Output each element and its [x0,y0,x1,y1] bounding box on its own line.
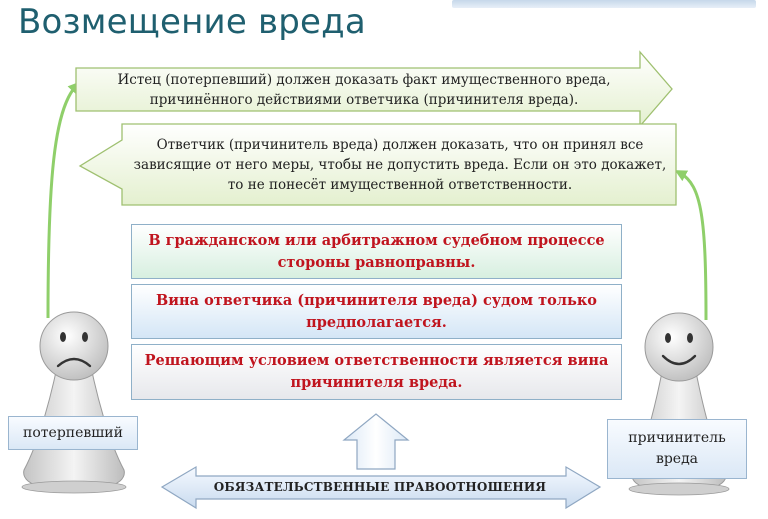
decisive-condition-box: Решающим условием ответственности являет… [131,344,622,400]
equal-parties-box: В гражданском или арбитражном судебном п… [131,224,622,279]
relations-double-arrow-shape [160,465,602,510]
causer-label-line-1: причинитель [628,430,726,446]
page-title: Возмещение вреда [18,2,366,42]
defendant-arrow-shape [78,123,677,206]
right-connector-curve [674,170,708,321]
plaintiff-arrow-line-2: причинённого действиями ответчика (причи… [149,92,579,108]
plaintiff-arrow-line-1: Истец (потерпевший) должен доказать факт… [117,72,611,88]
left-connector-curve [46,81,81,319]
plaintiff-arrow-shape [75,50,673,128]
decisive-condition-line-1: Решающим условием ответственности являет… [144,352,609,369]
equal-parties-line-1: В гражданском или арбитражном судебном п… [148,231,605,249]
equal-parties-line-2: стороны равноправны. [277,253,476,271]
victim-label: потерпевший [8,416,138,450]
up-arrow-shape [342,413,410,470]
causer-label: причинитель вреда [607,419,747,479]
presumed-guilt-box: Вина ответчика (причинителя вреда) судом… [131,284,622,339]
decorative-top-bar [452,0,756,8]
defendant-arrow-line-2: зависящие от него меры, чтобы не допусти… [133,157,667,173]
plaintiff-arrow-text: Истец (потерпевший) должен доказать факт… [86,70,642,110]
defendant-arrow-text: Ответчик (причинитель вреда) должен дока… [126,135,674,195]
decisive-condition-line-2: причинителя вреда. [290,374,463,391]
victim-figure [21,311,127,494]
relations-label: ОБЯЗАТЕЛЬСТВЕННЫЕ ПРАВООТНОШЕНИЯ [213,480,547,494]
defendant-arrow-line-1: Ответчик (причинитель вреда) должен дока… [156,137,644,153]
defendant-arrow-line-3: то не понесёт имущественной ответственно… [227,177,573,193]
presumed-guilt-line-2: предполагается. [306,313,447,331]
causer-label-line-2: вреда [655,451,699,467]
presumed-guilt-line-1: Вина ответчика (причинителя вреда) судом… [156,291,597,309]
